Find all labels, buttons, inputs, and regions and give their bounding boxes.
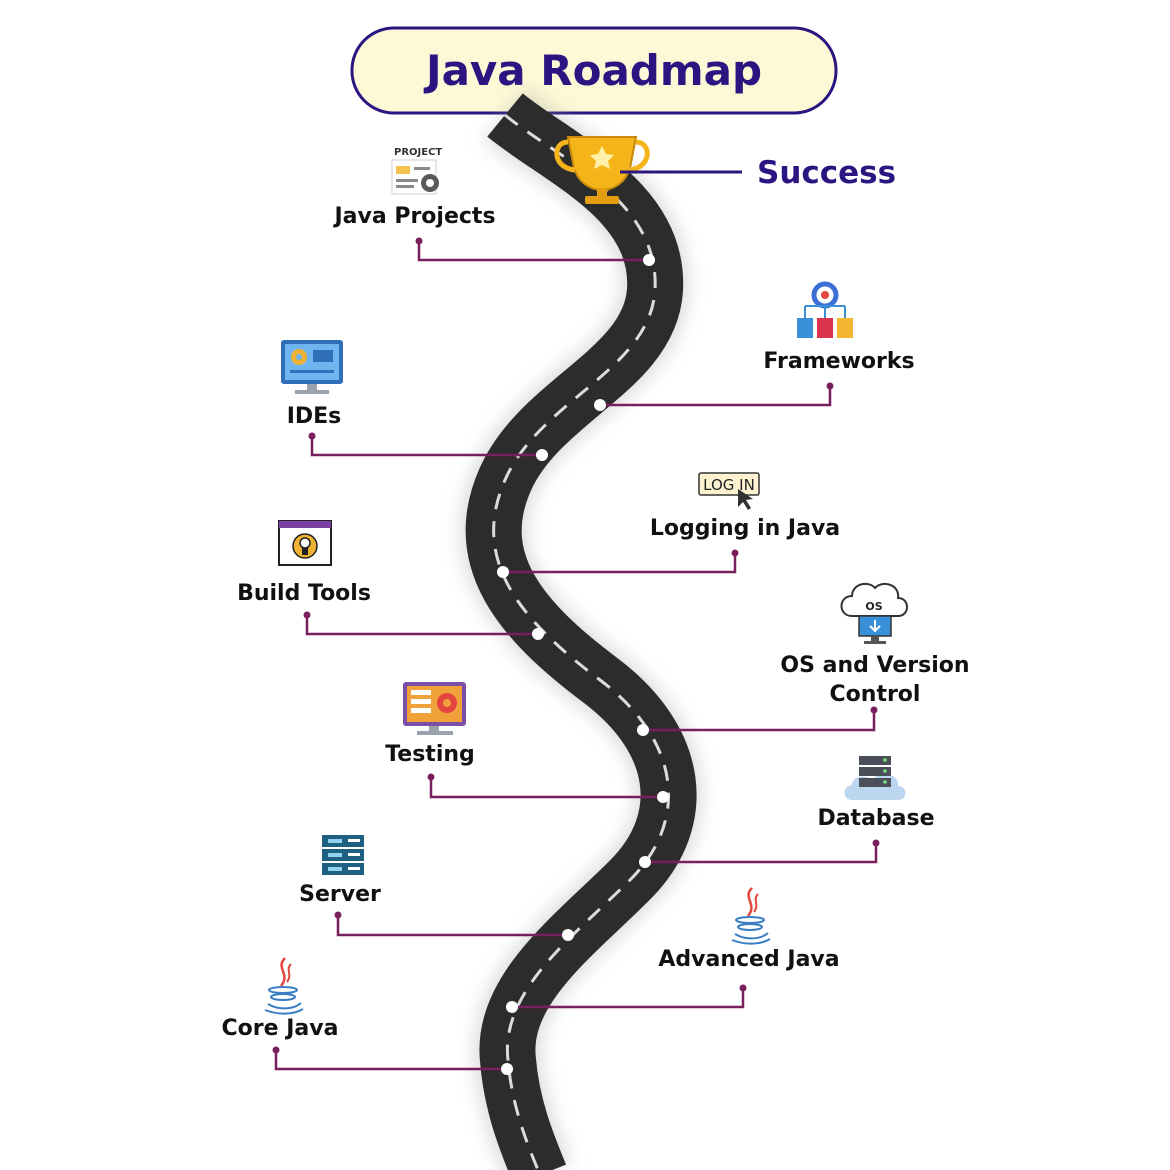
connector-database [645, 843, 878, 864]
connector-ides [310, 436, 542, 457]
road-waypoint [532, 628, 544, 640]
milestone-java-projects: Java Projects [332, 204, 495, 229]
build-tools-icon [278, 520, 332, 566]
connector-advanced-java [512, 988, 745, 1009]
connector-server [336, 915, 568, 937]
road-waypoint [637, 724, 649, 736]
connector-core-java [274, 1050, 507, 1071]
road-waypoint [639, 856, 651, 868]
project-icon: PROJECT [391, 147, 442, 195]
connector-dot [308, 432, 316, 440]
milestone-os-vc-line1: OS and Version [780, 653, 969, 678]
road-waypoint [562, 929, 574, 941]
title-banner: Java Roadmap [350, 26, 838, 115]
frameworks-icon [797, 281, 853, 338]
connector-testing [429, 777, 663, 799]
connector-dot [739, 984, 747, 992]
milestone-ides: IDEs [287, 404, 342, 429]
connector-dot [731, 549, 739, 557]
road [460, 89, 702, 1170]
road-waypoint [657, 791, 669, 803]
connector-dot [872, 839, 880, 847]
connector-dot [334, 911, 342, 919]
connector-frameworks [600, 386, 832, 407]
server-icon [322, 835, 364, 875]
login-badge-text: LOG IN [703, 476, 755, 494]
ide-monitor-icon [281, 340, 343, 394]
road-waypoint [594, 399, 606, 411]
road-waypoint [643, 254, 655, 266]
milestone-os-vc-line2: Control [830, 682, 921, 707]
connector-os-vc [643, 710, 876, 732]
login-icon: LOG IN [698, 472, 760, 510]
road-waypoint [501, 1063, 513, 1075]
milestone-frameworks: Frameworks [763, 349, 914, 374]
milestone-database: Database [817, 806, 934, 831]
milestone-logging: Logging in Java [650, 516, 840, 541]
database-icon [844, 756, 906, 800]
java-cup-icon [264, 957, 304, 1015]
connector-dot [826, 382, 834, 390]
road-waypoint [536, 449, 548, 461]
connector-dot [272, 1046, 280, 1054]
connector-logging [503, 553, 737, 574]
connector-dot [415, 237, 423, 245]
milestone-testing: Testing [385, 742, 475, 767]
page-title: Java Roadmap [423, 46, 762, 95]
connector-java-projects [417, 241, 649, 262]
os-badge-text: OS [865, 600, 882, 613]
cloud-os-icon: OS [840, 582, 908, 644]
success-label: Success [757, 155, 896, 191]
road-waypoint [497, 566, 509, 578]
connector-dot [427, 773, 435, 781]
connector-build-tools [305, 615, 538, 636]
connector-dot [870, 706, 878, 714]
milestone-core-java: Core Java [222, 1016, 339, 1041]
java-cup-icon [731, 887, 771, 945]
milestone-server: Server [299, 882, 381, 907]
connector-dot [303, 611, 311, 619]
trophy-icon [554, 136, 650, 204]
project-badge-text: PROJECT [394, 147, 442, 158]
milestone-build-tools: Build Tools [237, 581, 371, 606]
testing-monitor-icon [403, 682, 466, 735]
road-waypoint [506, 1001, 518, 1013]
milestone-advanced-java: Advanced Java [658, 947, 839, 972]
